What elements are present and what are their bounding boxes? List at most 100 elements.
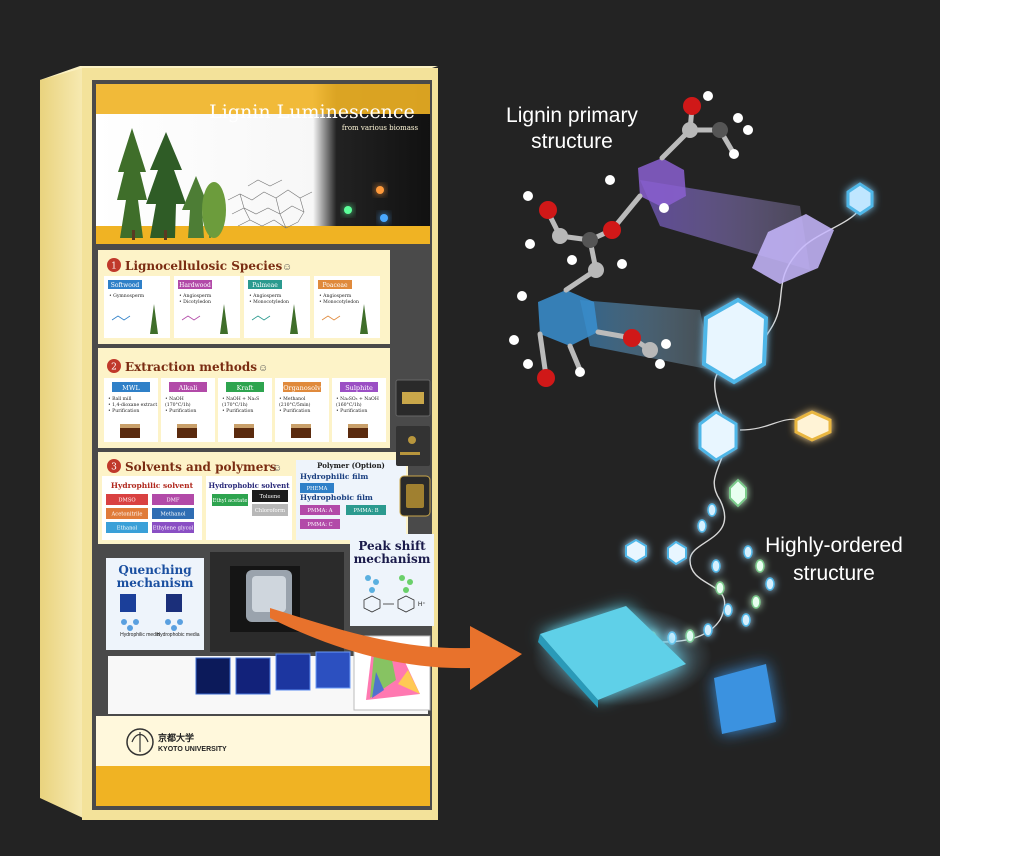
primary-structure-label-line2: structure [531,130,613,153]
chip [212,494,248,506]
method-line: • 1,4-dioxane extract [108,402,157,408]
key-shaft [400,452,420,455]
species-line: • Angiosperm [179,293,212,299]
quench-molecules [121,619,183,631]
species-tag: Hardwood [179,282,211,289]
large-film-edge [538,634,598,708]
peak-title-line2: mechanism [354,552,431,566]
species-tag: Poaceae [322,282,347,289]
chip [300,505,340,515]
species-tree-icon [290,304,298,334]
method-line: (170°C/1h) [165,401,191,408]
chip-label: Chloroform [255,508,285,514]
chip-label: DMSO [118,498,135,504]
chip-label: Ethylene glycol [153,526,194,532]
species-structure-icon [251,315,271,321]
university-kanji: 京都大学 [158,732,194,744]
method-vial-cap [348,424,368,428]
chip-label: Methanol [160,512,185,518]
chain-hexagon [625,538,647,564]
method-tag: MWL [122,384,140,392]
key-panel [396,426,430,466]
species-tag: Softwood [111,282,140,289]
vial-3 [275,653,311,691]
method-line: • NaOH + Na₂S [222,396,259,402]
glow-dot-green [344,206,352,214]
species-tag: Palmeae [252,282,278,289]
method-line: (210°C/5min) [279,401,311,408]
glow-dot-blue [380,214,388,222]
method-line: • Purification [279,408,310,414]
method-line: • NaOH [165,396,184,402]
quench-vial-left [120,594,136,612]
species-tree-icon [360,304,368,334]
polymer-title: Polymer (Option) [317,461,385,470]
chip-label: PMMA: C [307,522,332,528]
return-button-face [406,484,424,508]
chip [252,490,288,502]
blue-aromatic-ring [538,290,598,346]
ordered-structure-label-line2: structure [793,562,875,585]
header-bottom-band [96,226,430,244]
species-tag-bg [318,280,352,289]
rabbit-icon: ☺ [282,262,292,273]
ordered-structure-label-line1: Highly-ordered [765,534,903,557]
dispensed-cup-inner [252,576,286,612]
molecule-atoms [509,91,753,387]
cie-diagram-yellow [398,670,420,694]
vending-machine: Lignin Luminescence from various biomass [40,66,438,820]
method-line: • Na₂SO₃ + NaOH [336,396,379,402]
luminescent-films [532,606,776,734]
species-line: • Dicotyledon [179,299,211,305]
glow-dot-orange [376,186,384,194]
chip-label: PHEMA [307,486,328,492]
bottom-display [108,635,431,714]
vial-2 [235,657,271,695]
method-tag-bg [340,382,378,392]
method-line: (160°C/1h) [336,401,362,408]
section3-number: 3 [111,463,117,473]
quench-title-line1: Quenching [118,563,192,577]
chip [106,508,148,519]
species-structure-icon [111,315,131,321]
method-vial-cap [234,424,254,428]
chip-label: PMMA: B [353,508,378,514]
section3-title: Solvents and polymers [125,460,277,474]
cie-diagram-blue [372,672,384,698]
footer-band [96,766,430,806]
transition-arrow [270,608,522,690]
blue-projection-beam [580,300,712,370]
university-emblem [126,728,154,756]
section2-number: 2 [111,363,117,373]
peak-bg [350,534,434,626]
chip-label: Ethanol [117,526,138,532]
species-tree-icon [220,304,228,334]
chain-hexagon [667,540,687,566]
method-tag-bg [226,382,264,392]
section-extraction-methods: 2 Extraction methods ☺ MWL• Ball mill• 1… [98,348,390,448]
species-line: • Angiosperm [249,293,282,299]
section1-number-badge [107,258,121,272]
vial-4 [315,651,351,689]
purple-aromatic-ring [638,158,686,208]
method-line: • Methanol [279,396,306,402]
header-panel: Lignin Luminescence from various biomass [96,84,430,244]
rabbit-icon: ☺ [258,363,268,374]
chip-label: DMF [166,498,179,504]
tree-illustrations [117,128,226,240]
method-tag: Organosolv [283,384,321,392]
method-tag: Kraft [237,384,254,392]
chip [152,494,194,505]
university-name: KYOTO UNIVERSITY [158,746,227,753]
chip-label: PMMA: A [307,508,332,514]
machine-side-face [40,68,83,818]
chain-hexagon [846,182,874,216]
species-line: • Monocotyledon [319,299,359,305]
method-line: • Purification [108,408,139,414]
quench-label-left: Hydrophilic media [120,632,160,638]
chip [106,494,148,505]
quenching-panel: Quenching mechanism Hydrophilic media Hy… [106,558,204,650]
species-tree-icon [150,304,158,334]
university-footer: 京都大学 KYOTO UNIVERSITY [96,716,430,806]
